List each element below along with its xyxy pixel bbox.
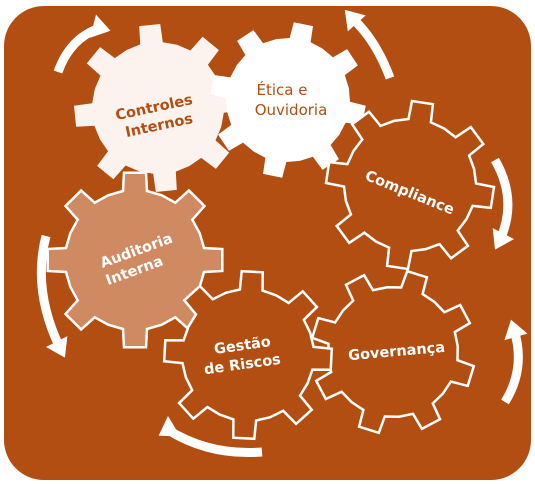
curved-arrow-icon bbox=[36, 234, 65, 350]
arrow-head-icon bbox=[46, 336, 68, 358]
gear-label-etica-line1: Ética e bbox=[257, 80, 308, 99]
gear-etica-e-ouvidoria: Ética e Ouvidoria bbox=[210, 22, 366, 178]
arrow-head-icon bbox=[492, 228, 514, 250]
cycle-arrows bbox=[36, 9, 528, 457]
gear-icon bbox=[324, 99, 496, 271]
gear-auditoria-interna: Auditoria Interna bbox=[46, 171, 224, 349]
gear-label-etica-line2: Ouvidoria bbox=[255, 101, 328, 119]
gear-governanca: Governança bbox=[310, 269, 476, 435]
gear-label-riscos-line1: Gestão bbox=[213, 334, 272, 358]
arrow-head-icon bbox=[158, 416, 181, 437]
arrow-head-icon bbox=[504, 319, 528, 341]
arrow-head-icon bbox=[90, 14, 111, 38]
gear-icon bbox=[162, 269, 334, 441]
gear-controles-internos: Controles Internos bbox=[74, 24, 242, 192]
curved-arrow-icon bbox=[491, 157, 513, 242]
curved-arrow-icon bbox=[501, 328, 523, 405]
gear-icon bbox=[210, 22, 366, 178]
gear-icon bbox=[74, 24, 242, 192]
gear-compliance: Compliance bbox=[324, 99, 496, 271]
gear-gestao-de-riscos: Gestão de Riscos bbox=[162, 269, 334, 441]
arrow-head-icon bbox=[344, 9, 366, 32]
